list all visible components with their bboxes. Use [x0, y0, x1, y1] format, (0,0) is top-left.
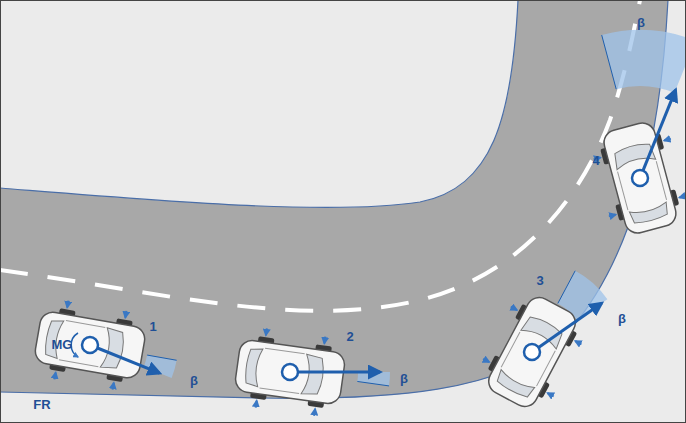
vehicle [588, 30, 686, 240]
callout-number: 2 [346, 330, 353, 343]
vehicle [31, 296, 177, 393]
angle-symbol: β [190, 374, 198, 387]
axis-line [357, 381, 389, 385]
vehicle [472, 271, 608, 418]
callout-number: 3 [536, 274, 543, 287]
center-line [0, 0, 640, 311]
centre-of-gravity [82, 337, 98, 353]
angle-symbol: β [400, 372, 408, 385]
centre-of-gravity [632, 170, 648, 186]
angle-symbol: β [637, 16, 645, 29]
moment-label: MG [52, 338, 73, 351]
velocity-vector [97, 348, 159, 373]
axis-line [558, 271, 575, 304]
velocity-vector [643, 90, 676, 171]
road-edge [0, 0, 518, 207]
velocity-vector [539, 303, 602, 347]
angle-symbol: β [618, 312, 626, 325]
car-body [472, 286, 592, 417]
callout-number: 4 [592, 154, 599, 167]
slip-angle-wedge [144, 355, 177, 378]
velocity-vector [298, 371, 380, 374]
slip-angle-wedge [357, 372, 390, 386]
axis-line [147, 355, 177, 360]
slip-angle-wedge [602, 30, 686, 93]
car-body [31, 296, 149, 393]
axis-line [602, 35, 616, 89]
force-label: FR [33, 398, 50, 411]
centre-of-gravity [282, 364, 298, 380]
vehicle [232, 325, 390, 419]
centre-of-gravity [524, 344, 540, 360]
car-body [588, 116, 686, 239]
callout-number: 1 [149, 320, 156, 333]
